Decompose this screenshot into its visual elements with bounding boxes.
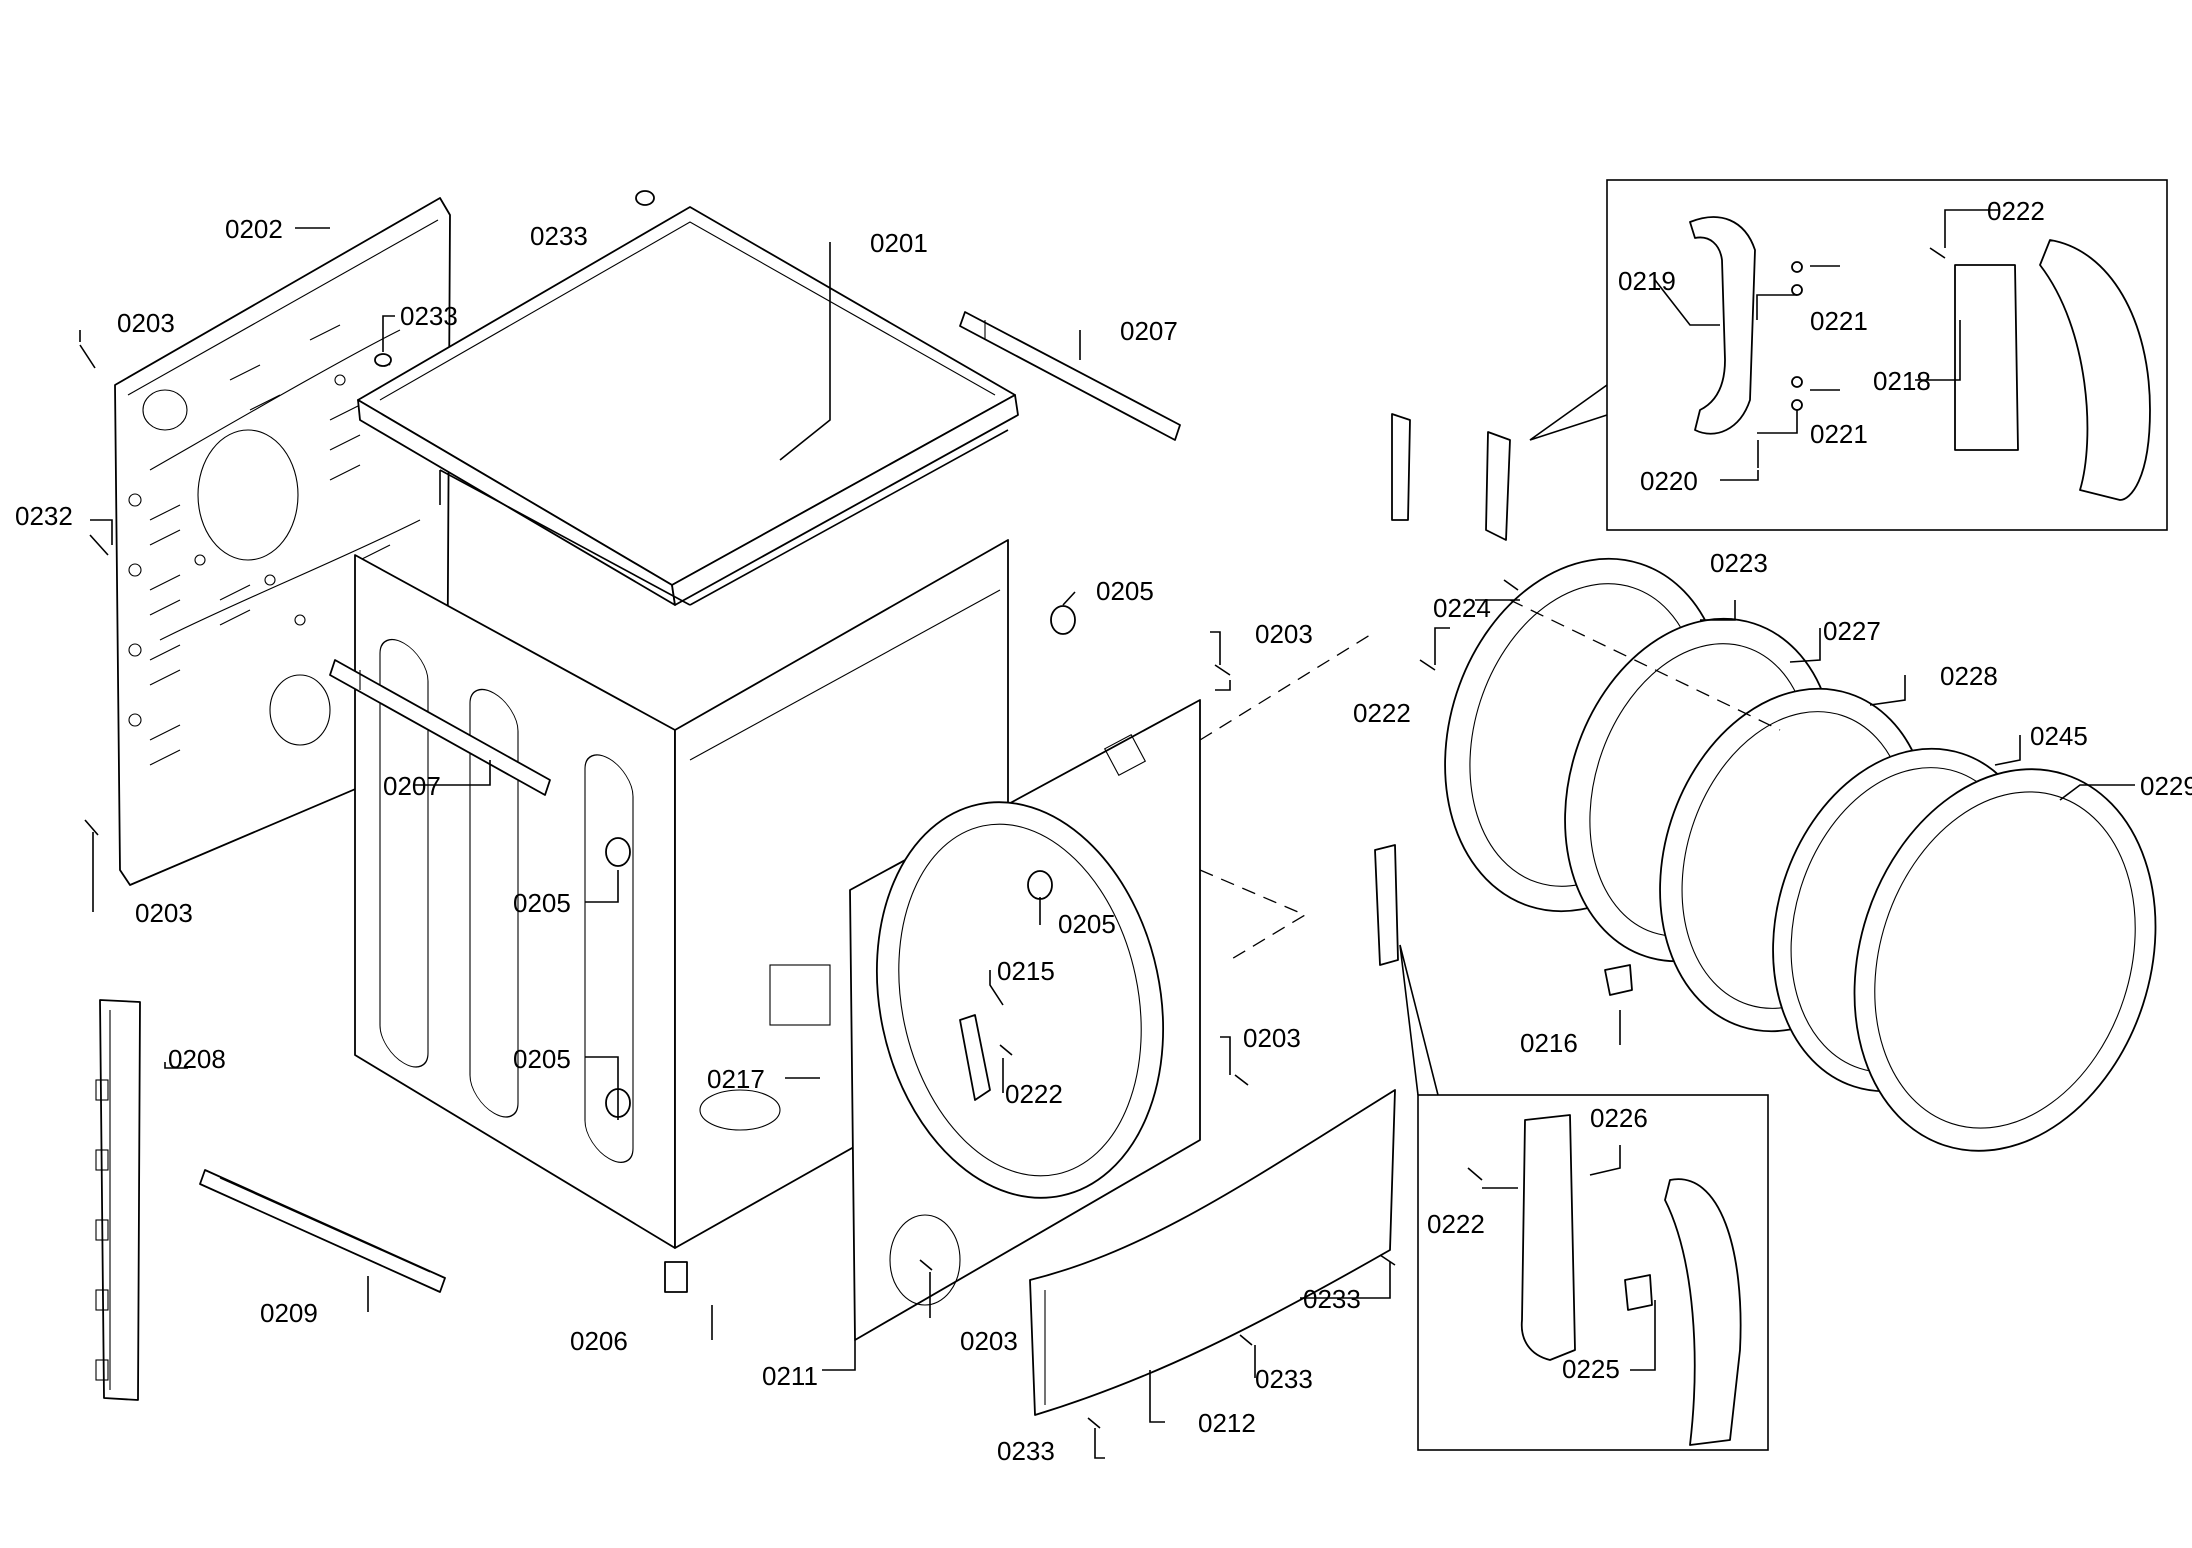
part-labels: 0202 0233 0201 0203 0233 0207 0232 0205 … [15,196,2192,1466]
label-0219: 0219 [1618,266,1676,296]
label-0207-top: 0207 [1120,316,1178,346]
label-0208: 0208 [168,1044,226,1074]
label-0201: 0201 [870,228,928,258]
label-0222-lock-inset: 0222 [1427,1209,1485,1239]
label-0221-lower: 0221 [1810,419,1868,449]
label-0225: 0225 [1562,1354,1620,1384]
label-0202: 0202 [225,214,283,244]
label-0227: 0227 [1823,616,1881,646]
label-0221-upper: 0221 [1810,306,1868,336]
label-0203-left-top: 0203 [117,308,175,338]
screws [79,190,1946,1429]
label-0218: 0218 [1873,366,1931,396]
label-0228: 0228 [1940,661,1998,691]
hinge-detail-inset [1529,179,2168,531]
label-0203-left-bottom: 0203 [135,898,193,928]
label-0203-front-mid: 0203 [1243,1023,1301,1053]
label-0233-top: 0233 [530,221,588,251]
label-0203-front-top: 0203 [1255,619,1313,649]
label-0222-panel: 0222 [1005,1079,1063,1109]
hinge-assembly-part [1391,413,1511,541]
label-0209: 0209 [260,1298,318,1328]
label-0226: 0226 [1590,1103,1648,1133]
side-strut-part [95,999,141,1401]
label-0215: 0215 [997,956,1055,986]
label-0222-hinge-inset: 0222 [1987,196,2045,226]
label-0222-door: 0222 [1353,698,1411,728]
label-0216: 0216 [1520,1028,1578,1058]
leader-lines [79,209,2135,1459]
label-0245: 0245 [2030,721,2088,751]
label-0220: 0220 [1640,466,1698,496]
door-catch-part [1374,844,1399,966]
label-0211: 0211 [762,1361,818,1391]
top-rail-bracket-part [329,311,1181,796]
label-0233-rear: 0233 [400,301,458,331]
front-panel-part [849,699,1201,1341]
top-cover-part [357,206,1019,606]
label-0205-side-mid: 0205 [513,888,571,918]
label-0229: 0229 [2140,771,2192,801]
label-0205-panel: 0205 [1058,909,1116,939]
label-0203-front-bottom: 0203 [960,1326,1018,1356]
door-outer-ring-part [1853,768,2157,1152]
label-0233-kick-mid: 0233 [1255,1364,1313,1394]
label-0207-lower: 0207 [383,771,441,801]
base-rail-part [199,1169,446,1293]
lock-detail-inset [1399,944,1769,1451]
kick-plate-part [1029,1089,1396,1416]
label-0223: 0223 [1710,548,1768,578]
label-0232: 0232 [15,501,73,531]
label-0233-kick-right: 0233 [1303,1284,1361,1314]
label-0217: 0217 [707,1064,765,1094]
door-lock-striker-part [1604,964,1633,996]
label-0206: 0206 [570,1326,628,1356]
label-0212: 0212 [1198,1408,1256,1438]
label-0205-side-top: 0205 [1096,576,1154,606]
projection-lines [1199,599,1781,961]
label-0224: 0224 [1433,593,1491,623]
label-0205-side-low: 0205 [513,1044,571,1074]
label-0233-kick-left: 0233 [997,1436,1055,1466]
